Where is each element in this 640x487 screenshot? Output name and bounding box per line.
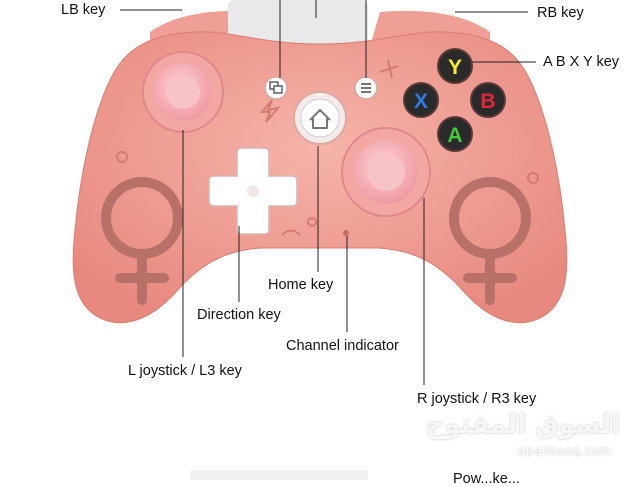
view-icon [269, 81, 283, 94]
svg-text:Y: Y [448, 56, 462, 79]
svg-text:B: B [480, 90, 495, 113]
view-button[interactable] [264, 76, 288, 100]
svg-text:X: X [414, 90, 428, 113]
watermark-url: opensooq.com [518, 444, 612, 458]
watermark-text: السوق المفتوح [425, 410, 620, 440]
home-button[interactable] [293, 91, 347, 145]
direction-pad[interactable] [208, 147, 298, 235]
venus-symbol-left [101, 177, 183, 305]
label-partial-bottom: Pow...ke... [453, 471, 520, 487]
top-vent [228, 0, 368, 46]
left-thumbstick[interactable] [142, 51, 224, 133]
face-button-a[interactable]: A [437, 116, 473, 152]
right-thumbstick[interactable] [341, 127, 431, 217]
face-button-y[interactable]: Y [437, 48, 473, 84]
home-icon [309, 109, 331, 129]
venus-symbol-right [449, 177, 531, 305]
face-button-b[interactable]: B [470, 82, 506, 118]
menu-icon [361, 83, 371, 93]
label-abxy-key: A B X Y key [543, 54, 620, 70]
decor-doodles [116, 59, 539, 236]
callout-lines [120, 0, 536, 385]
label-r-joystick: R joystick / R3 key [417, 391, 537, 407]
svg-text:A: A [447, 124, 462, 147]
menu-button[interactable] [354, 76, 378, 100]
label-l-joystick: L joystick / L3 key [128, 363, 242, 379]
label-direction-key: Direction key [197, 307, 281, 323]
label-lb-key: LB key [61, 2, 106, 18]
label-channel-indicator: Channel indicator [286, 338, 399, 354]
face-button-x[interactable]: X [403, 82, 439, 118]
channel-indicator-led [343, 230, 349, 236]
bottom-image-edge [190, 470, 368, 480]
label-rb-key: RB key [537, 5, 584, 21]
label-home-key: Home key [268, 277, 334, 293]
